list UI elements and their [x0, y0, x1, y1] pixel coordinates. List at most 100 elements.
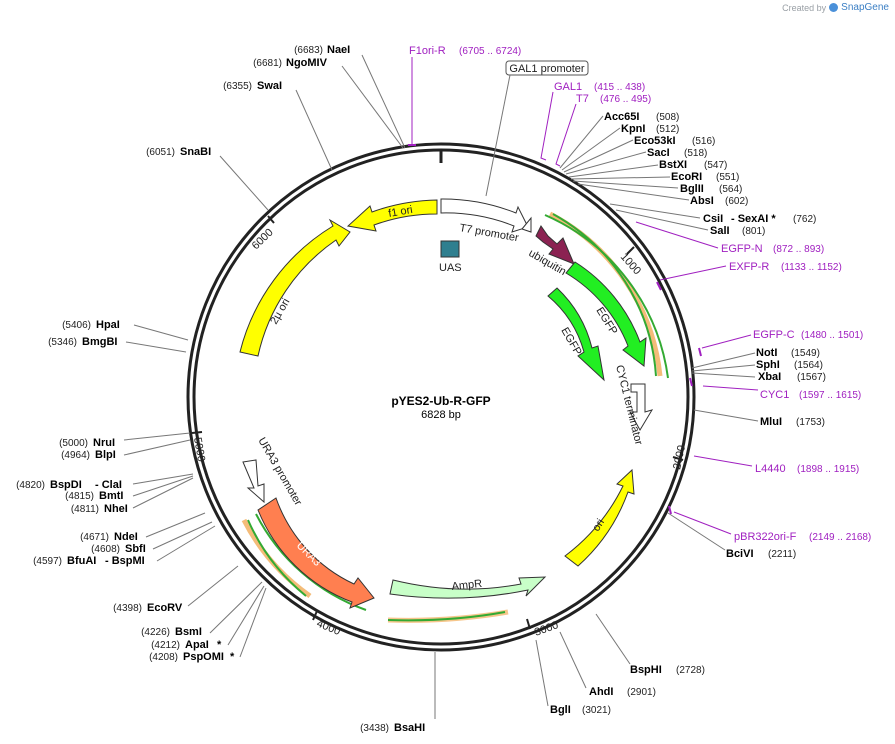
enzyme-name: SacI — [647, 147, 670, 159]
ori-label: ori — [590, 517, 607, 534]
primer-name: pBR322ori-F — [734, 531, 797, 543]
ura3-arrow — [257, 497, 375, 609]
primer-loc: (1480 .. 1501) — [801, 330, 863, 341]
leader-apai — [227, 585, 265, 646]
primer-name: EXFP-R — [729, 261, 769, 273]
leader-ecori — [570, 176, 671, 180]
snapgene-logo-icon — [829, 3, 839, 12]
enzyme-pos: (6355) — [223, 81, 252, 92]
egfp-inner-arrow — [547, 287, 605, 382]
enzyme-pos: (512) — [656, 124, 679, 135]
leader-saci — [565, 151, 647, 175]
enzyme-pos: (1549) — [791, 348, 820, 359]
leader-noti — [691, 352, 756, 369]
leader-blpi — [123, 439, 191, 456]
tick-mark — [526, 618, 531, 630]
leader-sali — [615, 209, 709, 231]
enzyme-pos: (6683) — [294, 45, 323, 56]
enzyme-name: EcoRI — [671, 171, 702, 183]
enzyme-pos: (4811) — [71, 504, 99, 515]
enzyme-suffix: * — [230, 651, 235, 663]
ori-arrow — [564, 468, 635, 567]
primer-loc: (1133 .. 1152) — [781, 262, 842, 273]
enzyme-pos: (2901) — [627, 687, 656, 698]
primer-name: CYC1 — [760, 389, 789, 401]
leader-naei — [361, 54, 406, 149]
plasmid-name: pYES2-Ub-R-GFP — [391, 394, 490, 408]
enzyme-name: BspDI — [50, 479, 82, 491]
primer-loc: (2149 .. 2168) — [809, 532, 871, 543]
enzyme-name: HpaI — [96, 319, 120, 331]
ampr-label: AmpR — [451, 578, 483, 593]
leader-bsphi — [595, 613, 631, 665]
tick-label: 2000 — [671, 444, 688, 470]
enzyme-name: NaeI — [327, 44, 350, 56]
enzyme-name: PspOMI — [183, 651, 224, 663]
primer-loc: (1597 .. 1615) — [799, 390, 861, 401]
tick-label: 6000 — [250, 227, 276, 253]
enzyme-name: BglII — [680, 183, 704, 195]
left-leader-lines — [123, 54, 436, 719]
leader-mlui — [693, 409, 759, 422]
enzyme-name: CsiI — [703, 213, 723, 225]
enzyme-pos: (3438) — [360, 723, 389, 734]
enzyme-pos: (602) — [725, 196, 748, 207]
primer-name: EGFP-C — [753, 329, 795, 341]
enzyme-name: SbfI — [125, 543, 146, 555]
primer-loc: (1898 .. 1915) — [797, 464, 859, 475]
leader-xbai — [691, 372, 756, 378]
ampr-primer-line — [387, 611, 506, 622]
enzyme-name: NruI — [93, 437, 115, 449]
enzyme-pos: (4398) — [113, 603, 142, 614]
leader-bstxi — [568, 164, 659, 178]
enzyme-pos: (6051) — [146, 147, 175, 158]
enzyme-name: BspHI — [630, 664, 662, 676]
leader-bgli — [535, 639, 549, 707]
leader-bsmi — [209, 581, 263, 634]
leader-ahdi — [559, 631, 587, 689]
enzyme-name: BfuAI — [67, 555, 96, 567]
leader-csii — [609, 203, 701, 219]
enzyme-pos: (4815) — [65, 491, 94, 502]
t7-promoter-label: T7 promoter — [458, 222, 519, 244]
enzyme-name: AbsI — [690, 195, 714, 207]
enzyme-name: Acc65I — [604, 111, 639, 123]
leader-bglii — [572, 180, 679, 189]
primer-leader — [635, 221, 719, 249]
enzyme-name: KpnI — [621, 123, 645, 135]
enzyme-pos: (1753) — [796, 417, 825, 428]
primer-name: GAL1 — [554, 81, 582, 93]
ura3-promoter-arrow — [242, 459, 265, 504]
tick-mark — [626, 246, 635, 255]
leader-ndei — [145, 512, 206, 538]
leader-swai — [295, 89, 333, 171]
leader-absi — [577, 183, 690, 201]
f1-ori-label: f1 ori — [387, 204, 413, 220]
right-enzymes: Acc65I (508) KpnI (512) Eco53kI (516) Sa… — [550, 111, 826, 716]
leader-pspomi — [239, 587, 267, 658]
t7-promoter-arrow — [521, 216, 532, 233]
primer-name: F1ori-R — [409, 45, 446, 57]
enzyme-suffix: - SexAI * — [731, 213, 776, 225]
plasmid-size: 6828 bp — [421, 409, 461, 421]
enzyme-pos: (5000) — [59, 438, 88, 449]
uas-box — [440, 240, 460, 258]
primer-leader — [659, 265, 727, 281]
leader-ecorv — [187, 565, 239, 607]
enzyme-name: ApaI — [185, 639, 209, 651]
enzyme-name: BglI — [550, 704, 571, 716]
enzyme-pos: (4226) — [141, 627, 170, 638]
primer-mark — [689, 377, 693, 387]
enzyme-name: SnaBI — [180, 146, 211, 158]
enzyme-pos: (762) — [793, 214, 816, 225]
enzyme-name: MluI — [760, 416, 782, 428]
enzyme-name: BstXI — [659, 159, 687, 171]
right-leader-lines — [535, 115, 759, 707]
ura3-line-1 — [247, 519, 307, 597]
leader-ngomiv — [341, 65, 404, 149]
enzyme-pos: (508) — [656, 112, 679, 123]
cyc1-terminator-arrow — [629, 383, 654, 431]
snapgene-credit: Created by SnapGene — [782, 2, 889, 13]
enzyme-pos: (516) — [692, 136, 715, 147]
